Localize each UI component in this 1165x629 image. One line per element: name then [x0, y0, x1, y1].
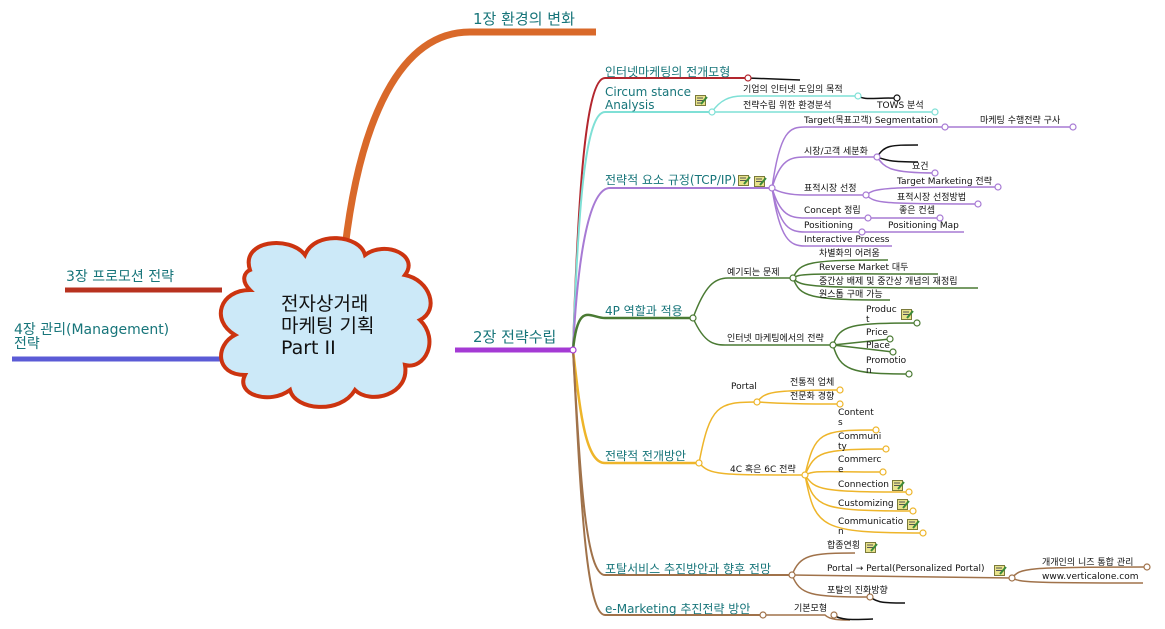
- node-tcp3[interactable]: 표적시장 선정: [804, 184, 857, 194]
- center-line-3: Part II: [281, 337, 336, 359]
- node-tcp3a[interactable]: Target Marketing 전략: [897, 177, 992, 187]
- branch-circumstance-analysis[interactable]: Circum stance Analysis: [605, 86, 691, 112]
- chapter-4[interactable]: 4장 관리(Management) 전략: [14, 323, 169, 351]
- node-tcp5a[interactable]: Positioning Map: [888, 221, 959, 231]
- node-pt2b[interactable]: www.verticalone.com: [1042, 572, 1139, 582]
- node-tcp1a[interactable]: 마케팅 수행전략 구사: [980, 116, 1061, 126]
- branch-tcp-ip[interactable]: 전략적 요소 규정(TCP/IP): [605, 173, 752, 187]
- branch-internet-marketing-model[interactable]: 인터넷마케팅의 전개모형: [605, 65, 731, 79]
- chapter-1[interactable]: 1장 환경의 변화: [473, 10, 575, 28]
- node-s1[interactable]: Portal: [731, 382, 757, 392]
- node-tcp1[interactable]: Target(목표고객) Segmentation: [804, 116, 939, 126]
- node-tcp4[interactable]: Concept 정립: [804, 206, 861, 216]
- note-icon[interactable]: [901, 309, 914, 320]
- node-tcp4a[interactable]: 좋은 컨셉: [899, 206, 935, 216]
- node-s2a[interactable]: Contents: [838, 408, 874, 428]
- node-ca3[interactable]: TOWS 분석: [877, 101, 924, 111]
- branch-circumstance-line-2: Analysis: [605, 98, 655, 112]
- node-s1a[interactable]: 전통적 업체: [790, 378, 835, 388]
- node-s2f[interactable]: Communication: [838, 517, 904, 537]
- node-p1c[interactable]: 중간상 배제 및 중간상 개념의 재정립: [819, 277, 958, 287]
- node-s2[interactable]: 4C 혹은 6C 전략: [730, 465, 796, 475]
- node-pt3[interactable]: 포탈의 진화방향: [827, 586, 888, 596]
- note-icon[interactable]: [892, 480, 905, 491]
- branch-portal-service[interactable]: 포탈서비스 추진방안과 향후 전망: [605, 562, 772, 576]
- node-s2b[interactable]: Community: [838, 432, 882, 452]
- note-icon[interactable]: [754, 176, 767, 187]
- node-pt1[interactable]: 합종연횡: [827, 541, 861, 551]
- branch-circumstance-line-1: Circum stance: [605, 85, 691, 99]
- chapter-4-line-2: 전략: [14, 336, 40, 352]
- node-s2c[interactable]: Commerce: [838, 455, 882, 475]
- node-p2d[interactable]: Promotion: [866, 356, 907, 376]
- node-p1d[interactable]: 원스톱 구매 가능: [819, 290, 883, 300]
- node-p1[interactable]: 예기되는 문제: [727, 268, 780, 278]
- node-ca1[interactable]: 기업의 인터넷 도입의 목적: [743, 85, 843, 95]
- node-s2e[interactable]: Customizing: [838, 499, 894, 509]
- node-p1b[interactable]: Reverse Market 대두: [819, 263, 909, 273]
- center-topic[interactable]: 전자상거래 마케팅 기획 Part II: [281, 293, 374, 359]
- branch-line-ch1: [341, 28, 596, 249]
- node-em1[interactable]: 기본모형: [794, 604, 828, 614]
- node-s1b[interactable]: 전문화 경향: [790, 392, 835, 402]
- chapter-3[interactable]: 3장 프로모션 전략: [66, 269, 174, 285]
- node-p2[interactable]: 인터넷 마케팅에서의 전략: [727, 334, 824, 344]
- node-tcp3b[interactable]: 표적시장 선정방법: [897, 193, 967, 203]
- branch-tcp-ip-label: 전략적 요소 규정(TCP/IP): [605, 173, 737, 187]
- node-tcp2[interactable]: 시장/고객 세분화: [804, 147, 868, 157]
- node-ca2[interactable]: 전략수립 위한 환경분석: [743, 101, 832, 111]
- center-line-2: 마케팅 기획: [281, 315, 375, 337]
- note-icon[interactable]: [994, 565, 1007, 576]
- node-p2c[interactable]: Place: [866, 341, 890, 351]
- node-p2b[interactable]: Price: [866, 328, 888, 338]
- branch-strategic-deployment[interactable]: 전략적 전개방안: [605, 449, 687, 463]
- node-p1a[interactable]: 차별화의 어려움: [819, 249, 880, 259]
- note-icon[interactable]: [897, 499, 910, 510]
- note-icon[interactable]: [865, 542, 878, 553]
- node-pt2[interactable]: Portal → Pertal(Personalized Portal): [827, 564, 985, 574]
- node-s2d[interactable]: Connection: [838, 480, 889, 490]
- note-icon[interactable]: [907, 519, 920, 530]
- node-pt2a[interactable]: 개개인의 니즈 통합 관리: [1042, 558, 1134, 568]
- center-cloud: [218, 236, 433, 409]
- node-tcp2a[interactable]: 요건: [912, 162, 929, 172]
- node-p2a[interactable]: Product: [866, 305, 897, 325]
- branch-4p[interactable]: 4P 역할과 적용: [605, 304, 683, 318]
- node-tcp6[interactable]: Interactive Process: [804, 235, 890, 245]
- note-icon[interactable]: [693, 92, 708, 108]
- branch-e-marketing[interactable]: e-Marketing 추진전략 방안: [605, 602, 751, 616]
- node-tcp5[interactable]: Positioning: [804, 221, 853, 231]
- center-line-1: 전자상거래: [281, 293, 369, 315]
- chapter-2[interactable]: 2장 전략수립: [473, 328, 557, 346]
- chapter-4-line-1: 4장 관리(Management): [14, 322, 170, 338]
- note-icon: [738, 175, 752, 186]
